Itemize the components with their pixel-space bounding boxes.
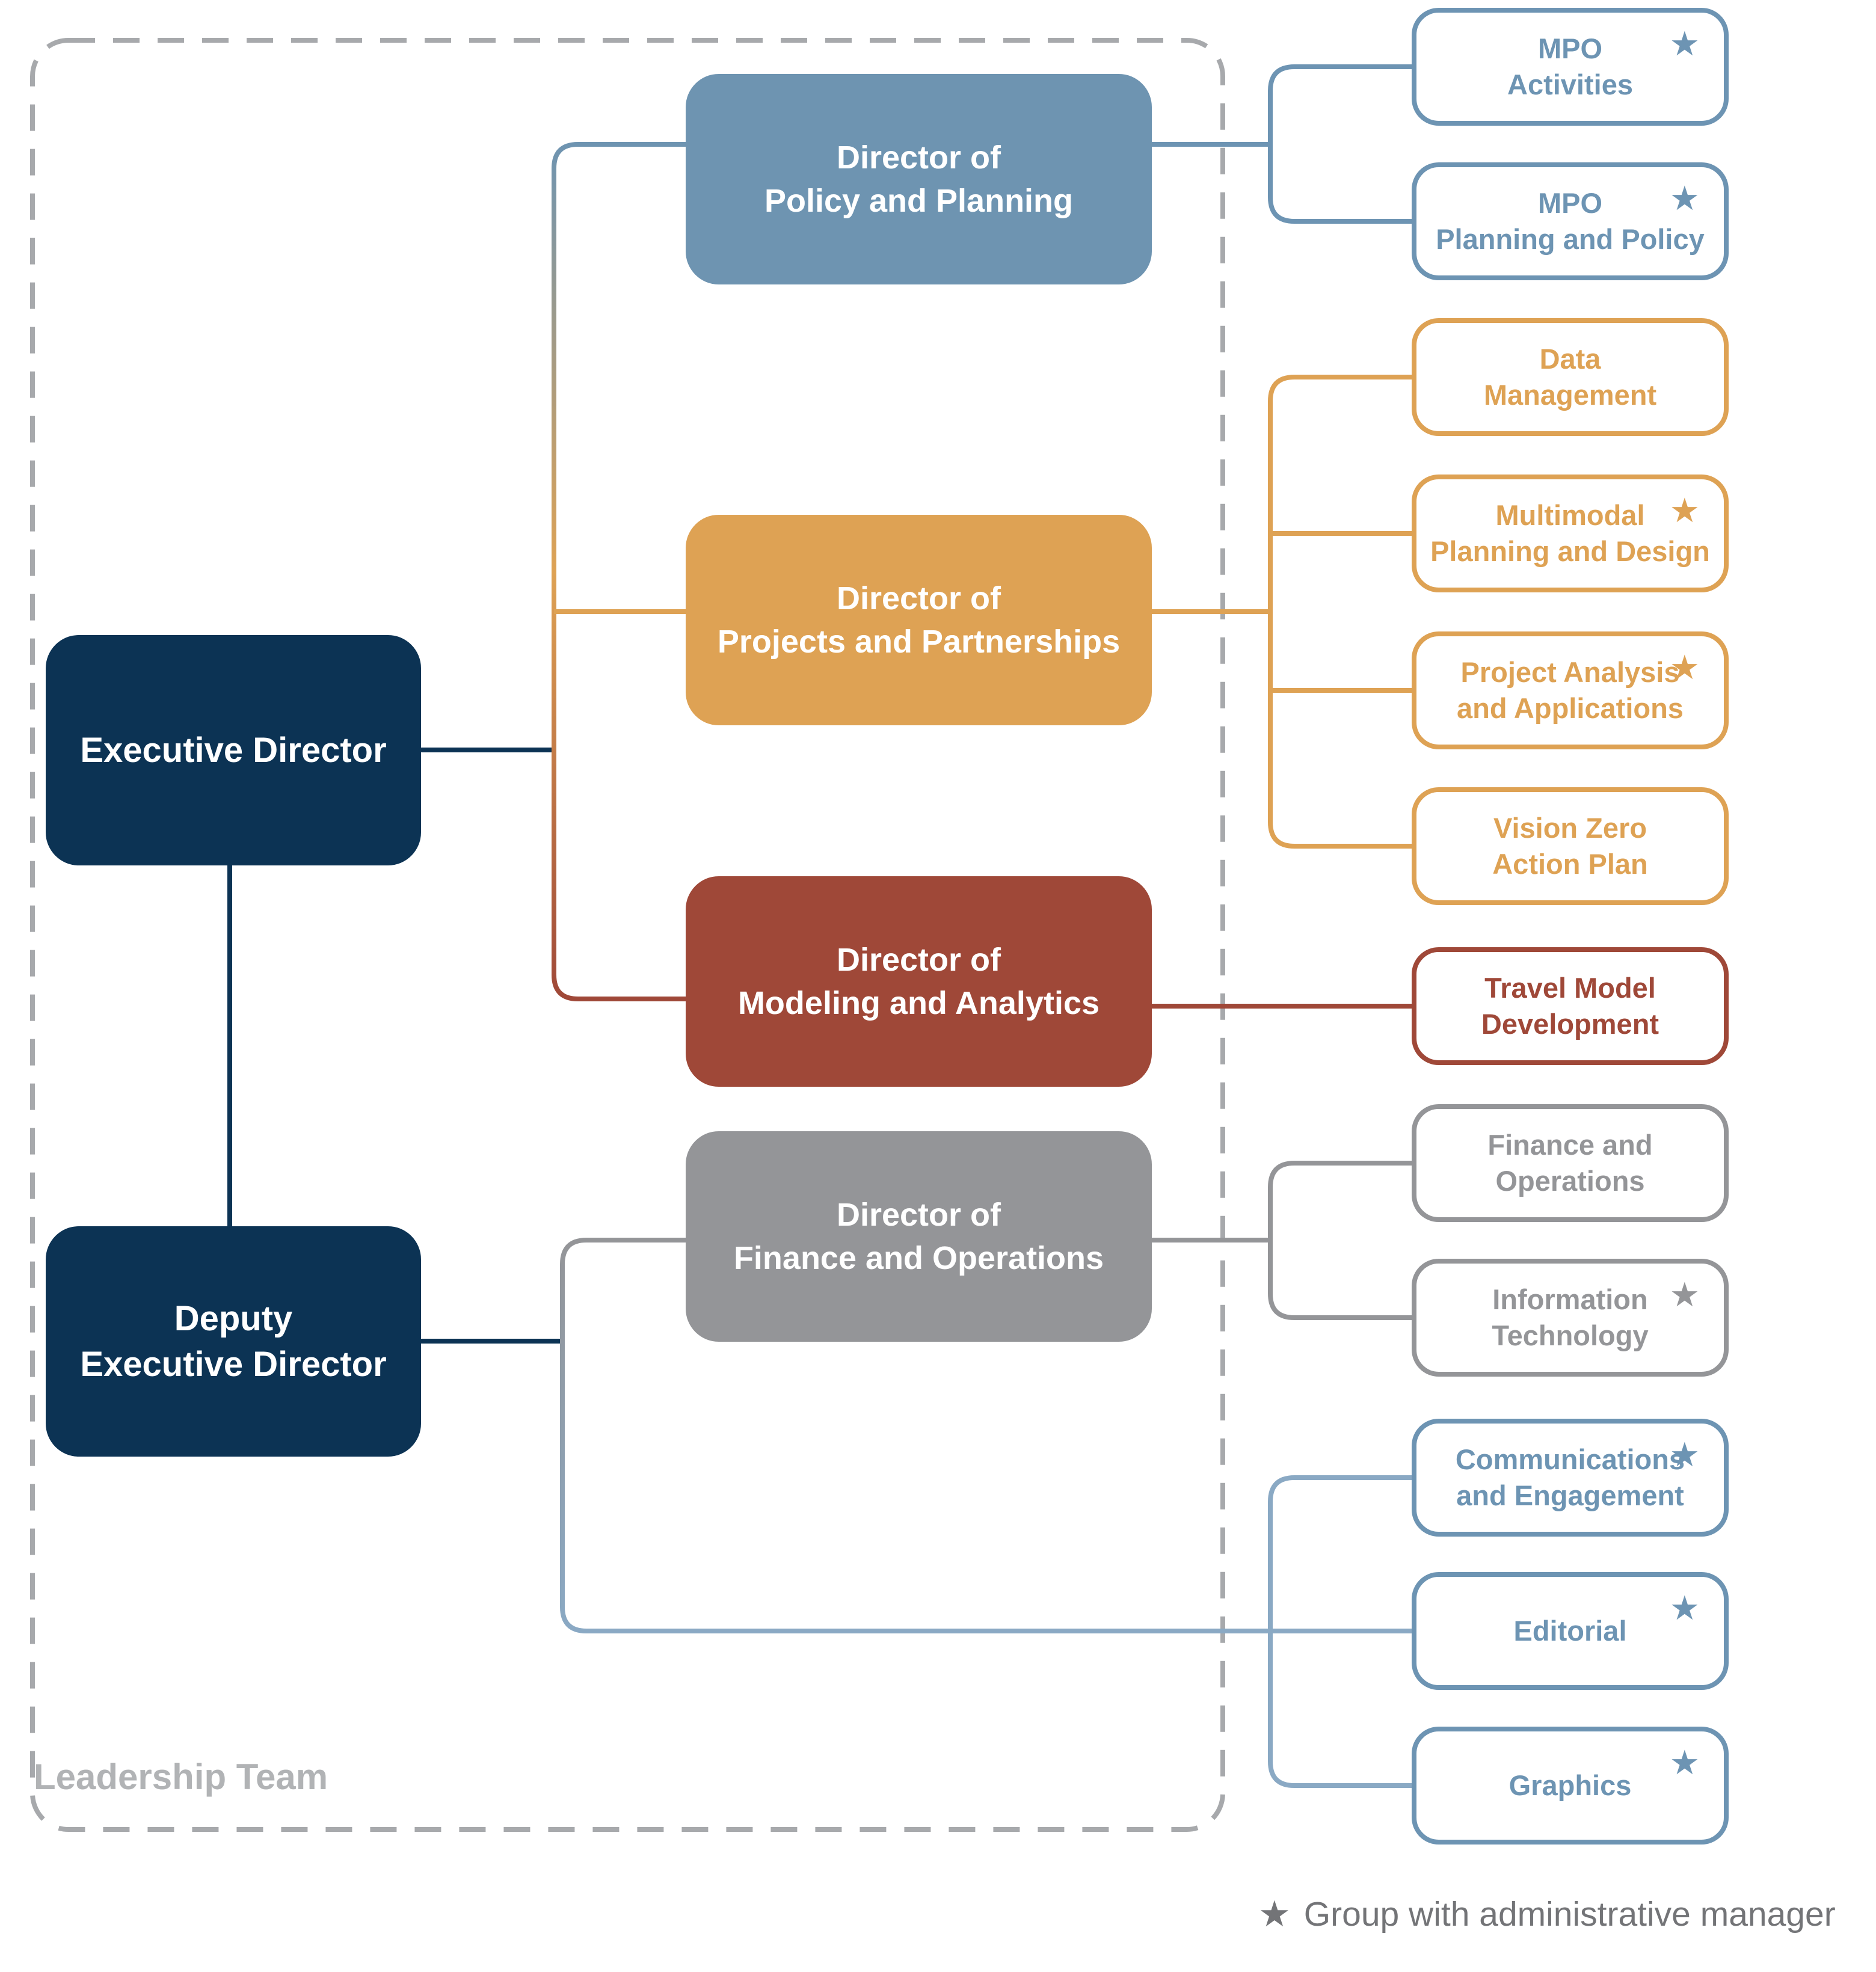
group-communications-engagement-box: ★ Communications and Engagement	[1412, 1419, 1729, 1537]
line-trunk-deputy-children	[560, 1238, 1270, 1633]
bracket-finance-groups	[1268, 1161, 1412, 1320]
group-label: Data	[1539, 343, 1601, 375]
admin-manager-star-icon: ★	[1669, 491, 1700, 529]
line-trunk-directors	[552, 142, 686, 1001]
group-label: MPO	[1537, 32, 1603, 64]
admin-manager-star-icon: ★	[1669, 1436, 1700, 1473]
group-label: Project Analysis	[1460, 656, 1680, 688]
group-label: Action Plan	[1492, 848, 1648, 880]
group-multimodal-planning-design-box: ★ Multimodal Planning and Design	[1412, 475, 1729, 592]
legend: ★ Group with administrative manager	[1258, 1893, 1836, 1935]
group-label: Information	[1492, 1283, 1648, 1315]
group-label: and Engagement	[1456, 1479, 1684, 1511]
director-finance-operations-box: Director of Finance and Operations	[686, 1131, 1152, 1342]
admin-manager-star-icon: ★	[1669, 1743, 1700, 1781]
group-label: Communications	[1455, 1443, 1685, 1475]
group-label: Graphics	[1508, 1769, 1632, 1801]
admin-manager-star-icon: ★	[1669, 25, 1700, 63]
group-editorial-box: ★ Editorial	[1412, 1572, 1729, 1690]
admin-manager-star-icon: ★	[1669, 648, 1700, 686]
legend-text: Group with administrative manager	[1303, 1895, 1836, 1934]
group-label: Editorial	[1513, 1615, 1627, 1647]
group-project-analysis-applications-box: ★ Project Analysis and Applications	[1412, 631, 1729, 749]
director-projects-partnerships-box: Director of Projects and Partnerships	[686, 515, 1152, 725]
director-policy-line1: Director of	[836, 140, 1001, 176]
admin-manager-star-icon: ★	[1258, 1894, 1291, 1934]
group-label: Planning and Policy	[1436, 223, 1705, 255]
executive-director-label: Executive Director	[80, 730, 387, 770]
group-label: Planning and Design	[1430, 535, 1710, 567]
group-label: MPO	[1537, 187, 1603, 219]
admin-manager-star-icon: ★	[1669, 1589, 1700, 1627]
director-modeling-line1: Director of	[836, 942, 1001, 978]
deputy-label-line1: Deputy	[174, 1298, 293, 1338]
bracket-projects-groups	[1268, 375, 1412, 849]
executive-director-box: Executive Director	[46, 635, 421, 865]
group-mpo-planning-policy-box: ★ MPO Planning and Policy	[1412, 162, 1729, 280]
director-policy-line2: Policy and Planning	[764, 183, 1074, 219]
deputy-executive-director-box: Deputy Executive Director	[46, 1226, 421, 1457]
director-finance-line2: Finance and Operations	[733, 1240, 1104, 1276]
leadership-team-dashed-border	[30, 38, 1225, 1832]
group-vision-zero-action-plan-box: Vision Zero Action Plan	[1412, 787, 1729, 905]
group-graphics-box: ★ Graphics	[1412, 1727, 1729, 1845]
director-policy-planning-box: Director of Policy and Planning	[686, 74, 1152, 284]
deputy-label-line2: Executive Director	[80, 1344, 387, 1384]
leadership-team-label: Leadership Team	[34, 1757, 328, 1797]
group-label: Management	[1483, 379, 1657, 411]
group-label: Multimodal	[1495, 499, 1645, 531]
director-projects-line2: Projects and Partnerships	[717, 624, 1121, 660]
group-label: Finance and	[1487, 1129, 1653, 1161]
group-label: Travel Model	[1484, 972, 1656, 1004]
group-information-technology-box: ★ Information Technology	[1412, 1259, 1729, 1377]
group-label: Activities	[1507, 69, 1633, 100]
group-label: and Applications	[1457, 692, 1684, 724]
group-data-management-box: Data Management	[1412, 318, 1729, 436]
director-modeling-line2: Modeling and Analytics	[737, 985, 1100, 1021]
admin-manager-star-icon: ★	[1669, 1276, 1700, 1313]
director-modeling-analytics-box: Director of Modeling and Analytics	[686, 876, 1152, 1087]
director-finance-line1: Director of	[836, 1197, 1001, 1233]
group-mpo-activities-box: ★ MPO Activities	[1412, 8, 1729, 126]
director-projects-line1: Director of	[836, 580, 1001, 616]
bracket-policy-groups	[1268, 64, 1412, 224]
admin-manager-star-icon: ★	[1669, 179, 1700, 217]
group-label: Technology	[1492, 1319, 1649, 1351]
group-label: Operations	[1495, 1165, 1645, 1197]
group-label: Vision Zero	[1493, 812, 1647, 844]
group-finance-operations-box: Finance and Operations	[1412, 1104, 1729, 1222]
group-label: Development	[1481, 1008, 1659, 1040]
group-travel-model-development-box: Travel Model Development	[1412, 947, 1729, 1065]
